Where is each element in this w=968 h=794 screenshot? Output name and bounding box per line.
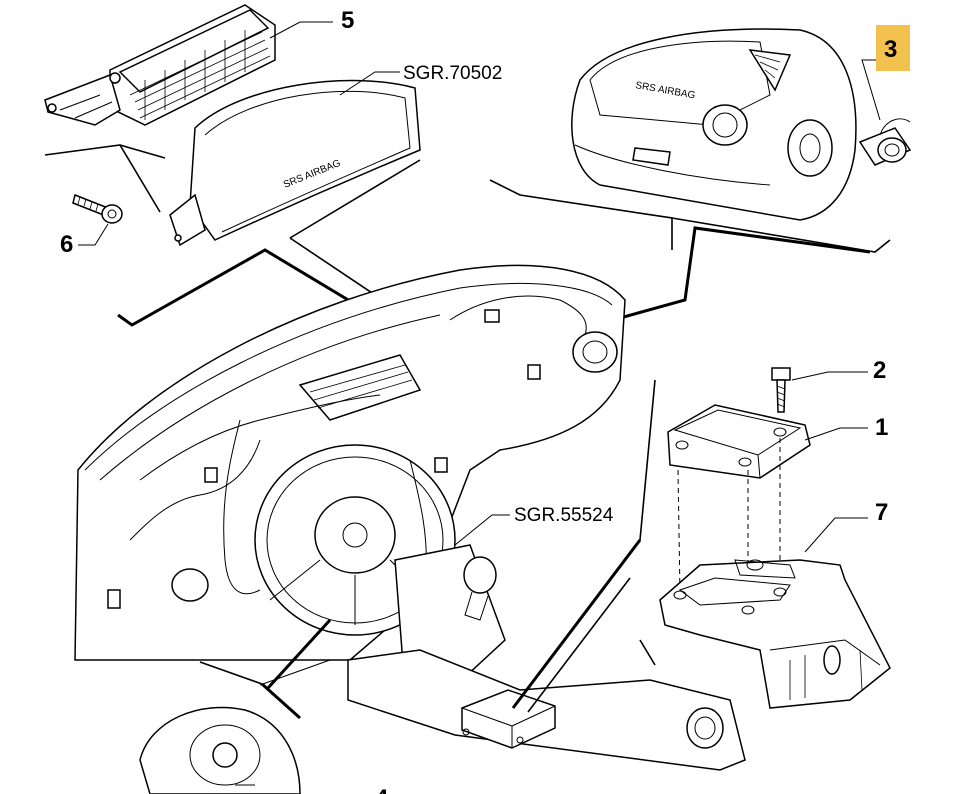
driver-airbag-part-4[interactable] [139, 706, 301, 794]
mounting-bracket-part-7[interactable] [659, 559, 891, 709]
ref-sgr-70502: SGR.70502 [403, 63, 502, 84]
dashboard-assembly[interactable] [74, 264, 746, 771]
callout-3-highlight[interactable] [876, 25, 910, 71]
callout-7: 7 [875, 499, 888, 526]
airbag-cover-panel[interactable] [169, 79, 421, 247]
mounting-bolt[interactable] [72, 193, 123, 224]
passenger-airbag-module[interactable] [44, 4, 276, 126]
callout-5: 5 [341, 7, 354, 34]
callout-4: 4 [375, 785, 389, 794]
callout-2: 2 [873, 357, 886, 384]
callout-3: 3 [884, 36, 897, 63]
callout-6: 6 [60, 231, 73, 258]
airbag-control-unit-part-1[interactable] [667, 404, 811, 479]
ref-sgr-55524: SGR.55524 [514, 505, 614, 526]
connector-part-3[interactable] [858, 118, 912, 166]
callout-1: 1 [875, 414, 888, 441]
sdm-control-unit-installed[interactable] [461, 689, 556, 749]
screw-part-2[interactable] [771, 367, 791, 413]
dashboard-panel-detail[interactable] [571, 28, 857, 221]
